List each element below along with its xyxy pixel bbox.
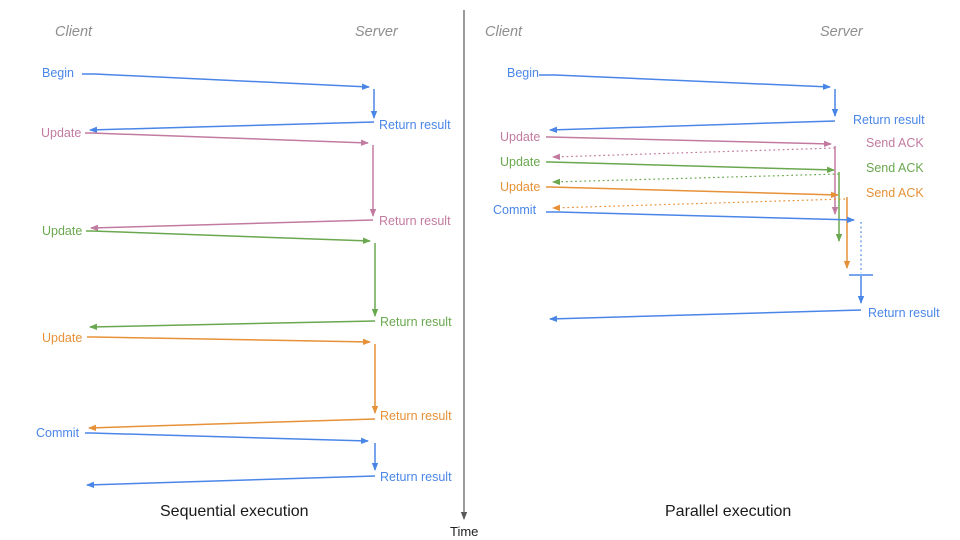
seq-update1-label: Update (41, 126, 82, 140)
par-update1-response: Send ACK (866, 136, 924, 150)
seq-update2-label: Update (42, 224, 83, 238)
seq-update3-arrows (87, 336, 379, 431)
par-update1-label: Update (500, 130, 541, 144)
par-update3-arrows (546, 186, 851, 269)
seq-update2-response: Return result (380, 315, 452, 329)
request-line (539, 74, 831, 90)
par-server-header: Server (820, 24, 863, 40)
par-update3-label: Update (500, 180, 541, 194)
par-update2-response: Send ACK (866, 161, 924, 175)
return-line (88, 418, 376, 431)
par-update2-label: Update (500, 155, 541, 169)
request-line (546, 211, 855, 224)
seq-begin-label: Begin (42, 66, 74, 80)
return-line (90, 219, 374, 232)
return-line (86, 475, 376, 488)
seq-update1-arrows (85, 132, 377, 232)
request-line (546, 186, 839, 199)
request-line (87, 336, 371, 346)
seq-caption: Sequential execution (160, 503, 309, 520)
seq-update1-response: Return result (379, 214, 451, 228)
seq-commit-label: Commit (36, 426, 80, 440)
par-begin-label: Begin (507, 66, 539, 80)
seq-update3-label: Update (42, 331, 83, 345)
ack-line (552, 147, 836, 160)
seq-begin-response: Return result (379, 118, 451, 132)
request-line (85, 432, 369, 444)
return-line (549, 120, 836, 133)
seq-commit-response: Return result (380, 470, 452, 484)
request-line (82, 73, 370, 90)
ack-line (552, 173, 840, 186)
par-commit-response: Return result (868, 306, 940, 320)
seq-server-header: Server (355, 24, 398, 40)
par-begin-response: Return result (853, 113, 925, 127)
par-commit-arrows (546, 211, 873, 322)
request-line (86, 230, 371, 244)
seq-update3-response: Return result (380, 409, 452, 423)
par-begin-arrows (539, 74, 839, 133)
par-update1-arrows (546, 136, 839, 215)
par-update2-arrows (546, 161, 843, 242)
request-line (85, 132, 369, 146)
seq-client-header: Client (55, 24, 93, 40)
ack-line (552, 198, 846, 211)
seq-begin-arrows (82, 73, 378, 134)
par-commit-label: Commit (493, 203, 537, 217)
seq-commit-arrows (85, 432, 379, 488)
seq-update2-arrows (86, 230, 379, 331)
par-client-header: Client (485, 24, 523, 40)
request-line (546, 136, 832, 148)
par-caption: Parallel execution (665, 503, 792, 520)
return-line (89, 320, 376, 331)
return-line (549, 309, 862, 322)
return-line (89, 121, 375, 134)
request-line (546, 161, 835, 174)
time-axis-label: Time (450, 524, 479, 539)
par-update3-response: Send ACK (866, 186, 924, 200)
